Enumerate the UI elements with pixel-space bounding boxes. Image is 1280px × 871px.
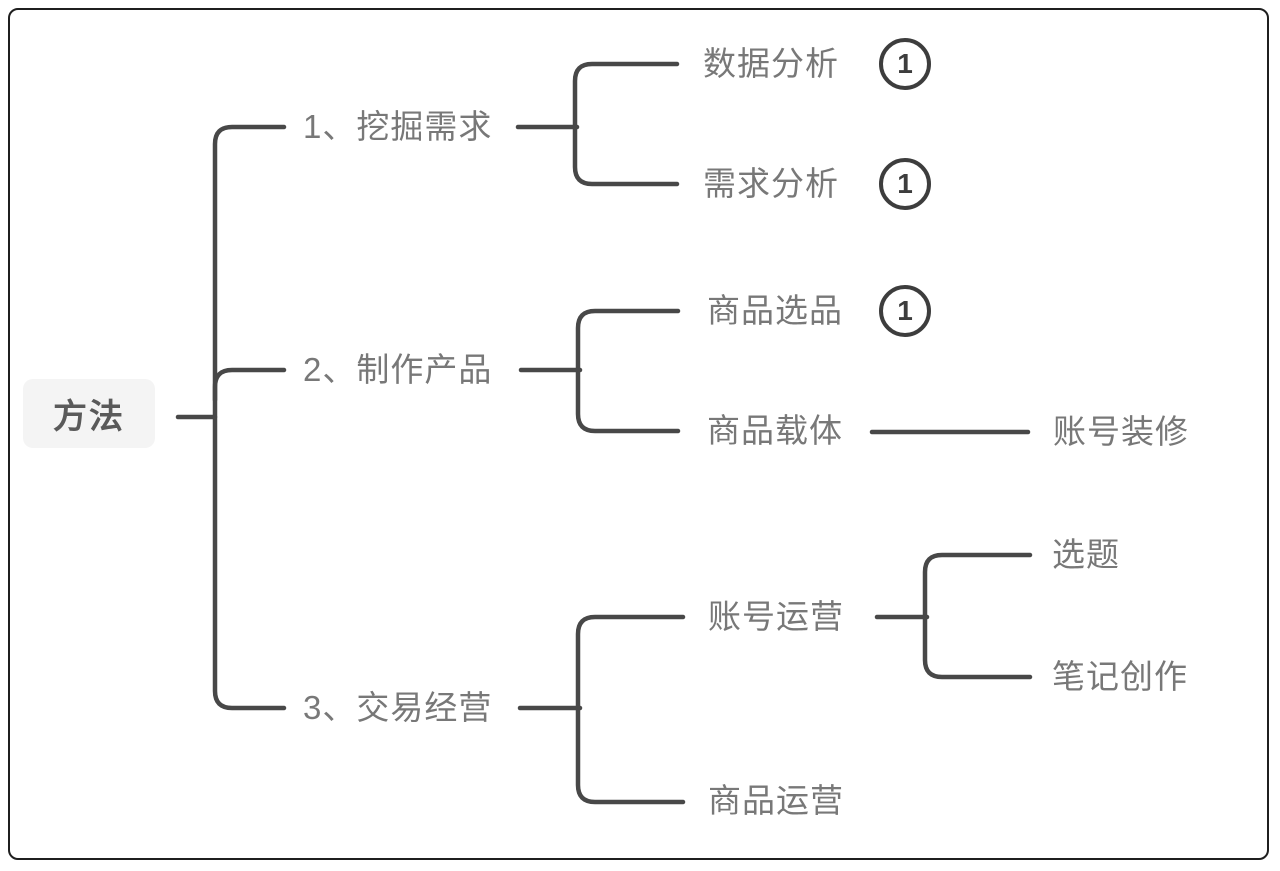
- root-node[interactable]: 方法: [23, 379, 155, 448]
- priority-1-badge[interactable]: 1: [879, 38, 931, 90]
- node-data-analysis[interactable]: 数据分析: [703, 45, 839, 82]
- node-account-decoration[interactable]: 账号装修: [1053, 413, 1189, 450]
- node-product-selection[interactable]: 商品选品: [707, 292, 843, 329]
- node-branch-2[interactable]: 2、制作产品: [303, 351, 493, 388]
- node-demand-analysis[interactable]: 需求分析: [703, 165, 839, 202]
- node-branch-1[interactable]: 1、挖掘需求: [303, 108, 493, 145]
- priority-1-badge[interactable]: 1: [879, 158, 931, 210]
- node-branch-3[interactable]: 3、交易经营: [303, 689, 493, 726]
- priority-1-badge[interactable]: 1: [879, 285, 931, 337]
- node-note-creation[interactable]: 笔记创作: [1052, 658, 1188, 695]
- node-product-carrier[interactable]: 商品载体: [707, 412, 843, 449]
- node-topic-selection[interactable]: 选题: [1052, 536, 1120, 573]
- node-account-operation[interactable]: 账号运营: [708, 598, 844, 635]
- node-product-operation[interactable]: 商品运营: [708, 782, 844, 819]
